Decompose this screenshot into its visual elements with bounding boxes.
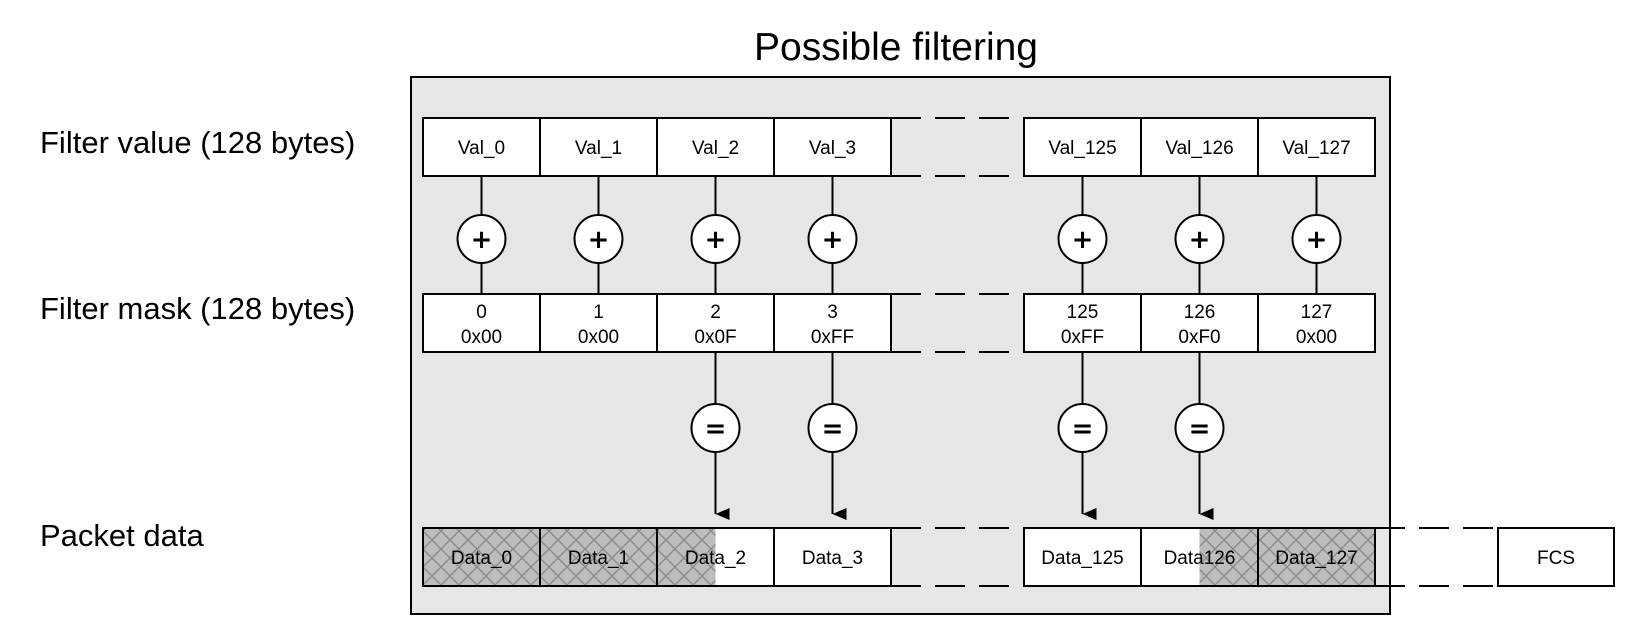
- combine-operator-circle: [573, 214, 624, 264]
- packet-data-text: Data_3: [802, 548, 863, 569]
- diagram-title: Possible filtering: [754, 26, 1038, 69]
- equals-operator-circle: [807, 403, 858, 453]
- combine-operator-symbol: +: [1306, 225, 1328, 255]
- filter-value-cell: [1140, 117, 1259, 177]
- filter-value-cell: [422, 117, 541, 177]
- operator-symbols: + + + + + + + = = = =: [456, 214, 1342, 453]
- filter-mask-cell: [656, 293, 775, 353]
- packet-data-text: Data_125: [1041, 548, 1123, 569]
- filter-mask-value: 0x0F: [694, 327, 736, 348]
- equals-operator-symbol: =: [822, 414, 844, 444]
- combine-operator-circle: [1174, 214, 1225, 264]
- filter-mask-index: 0: [476, 302, 487, 323]
- combine-operator-symbol: +: [705, 225, 727, 255]
- equals-operator-circle: [1057, 403, 1108, 453]
- combine-operator-circle: [1291, 214, 1342, 264]
- filter-mask-cell: [539, 293, 658, 353]
- filter-value-cell: [1257, 117, 1376, 177]
- filter-mask-cell: [773, 293, 892, 353]
- filter-mask-row: 0 0x00 1 0x00 2 0x0F 3 0xFF 125 0xFF 126 0xF0 127 0x0…: [422, 293, 1376, 353]
- packet-data-text: Data_127: [1275, 548, 1357, 569]
- filter-mask-label: Filter mask (128 bytes): [40, 291, 355, 326]
- packet-cell-background: [774, 528, 891, 586]
- filter-mask-index: 126: [1184, 302, 1216, 323]
- filter-mask-index: 3: [827, 302, 838, 323]
- equals-operator-symbol: =: [705, 414, 727, 444]
- packet-data-text: Data_1: [568, 548, 629, 569]
- filter-value-cell: [1023, 117, 1142, 177]
- combine-operator-symbol: +: [1189, 225, 1211, 255]
- filter-value-text: Val_2: [692, 138, 739, 159]
- combine-operator-circle: [690, 214, 741, 264]
- combine-operator-circle: [1057, 214, 1108, 264]
- filter-value-cell: [773, 117, 892, 177]
- equals-operator-symbol: =: [1072, 414, 1094, 444]
- equals-operator-circle: [1174, 403, 1225, 453]
- filter-mask-cell: [1023, 293, 1142, 353]
- filter-value-cell: [656, 117, 775, 177]
- masked-byte-hatch: [657, 528, 716, 586]
- filter-mask-value: 0x00: [578, 327, 619, 348]
- filter-value-text: Val_1: [575, 138, 622, 159]
- filter-mask-cell: [1257, 293, 1376, 353]
- filter-value-row: Val_0 Val_1 Val_2 Val_3 Val_125 Val_126 Val_12…: [422, 117, 1376, 177]
- filter-mask-value: 0x00: [1296, 327, 1337, 348]
- filter-mask-cell: [422, 293, 541, 353]
- filter-value-text: Val_127: [1282, 138, 1350, 159]
- equals-operator-symbol: =: [1189, 414, 1211, 444]
- masked-byte-hatch: [1199, 528, 1258, 586]
- packet-data-text: Data_2: [685, 548, 746, 569]
- masked-byte-hatch: [540, 528, 657, 586]
- filter-mask-value: 0xFF: [1061, 327, 1104, 348]
- packet-data-cell: [773, 527, 892, 587]
- packet-cell-background: [1024, 528, 1141, 586]
- masked-byte-hatch: [1258, 528, 1375, 586]
- filter-mask-index: 1: [593, 302, 604, 323]
- fcs-label: FCS: [1537, 548, 1575, 569]
- filter-value-text: Val_3: [809, 138, 856, 159]
- filter-mask-index: 125: [1067, 302, 1099, 323]
- combine-operator-symbol: +: [471, 225, 493, 255]
- fcs-cell: [1497, 527, 1615, 587]
- packet-data-row: Data_0 Data_1 Data_2 Data_3 Data_125 Data126 D…: [422, 527, 1615, 587]
- filter-mask-cell: [1140, 293, 1259, 353]
- equals-operator-circle: [690, 403, 741, 453]
- packet-data-text: Data126: [1164, 548, 1236, 569]
- filter-mask-value: 0xFF: [811, 327, 854, 348]
- filter-value-text: Val_125: [1048, 138, 1116, 159]
- combine-operator-symbol: +: [588, 225, 610, 255]
- filter-mask-index: 2: [710, 302, 721, 323]
- masked-byte-hatch: [423, 528, 540, 586]
- filter-mask-index: 127: [1301, 302, 1333, 323]
- packet-data-cell: [1257, 527, 1376, 587]
- packet-data-label: Packet data: [40, 518, 204, 553]
- combine-operator-circle: [807, 214, 858, 264]
- filter-value-text: Val_126: [1165, 138, 1233, 159]
- filter-value-text: Val_0: [458, 138, 505, 159]
- combine-operator-symbol: +: [822, 225, 844, 255]
- combine-operator-circle: [456, 214, 507, 264]
- filter-mask-value: 0x00: [461, 327, 502, 348]
- filter-mask-value: 0xF0: [1178, 327, 1220, 348]
- combine-operator-symbol: +: [1072, 225, 1094, 255]
- filter-value-label: Filter value (128 bytes): [40, 125, 355, 160]
- packet-data-text: Data_0: [451, 548, 512, 569]
